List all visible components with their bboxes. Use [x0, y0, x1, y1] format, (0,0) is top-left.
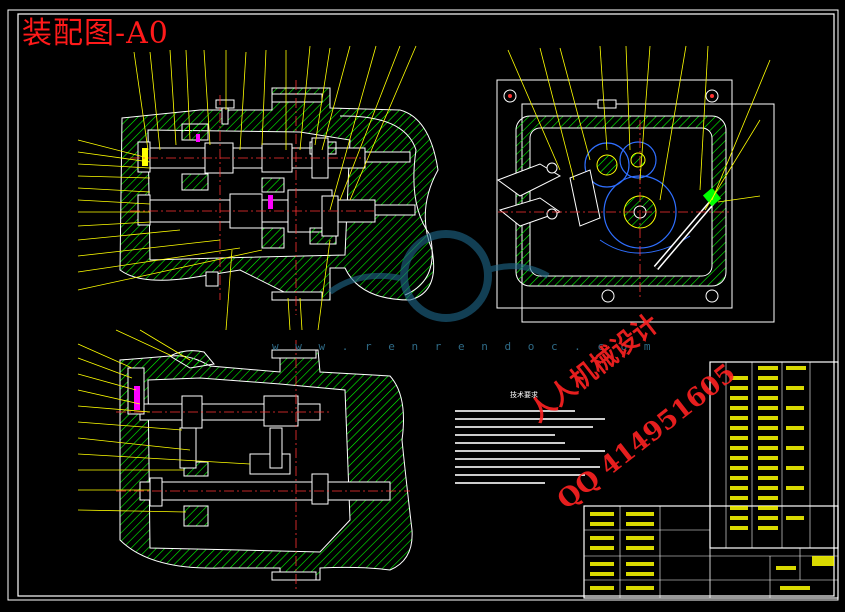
outer-frame [7, 9, 839, 601]
leader-lines-main-top [133, 45, 417, 211]
inner-frame [17, 13, 835, 597]
leader-lines-end-view [507, 45, 771, 211]
leader-lines-bottom-view [77, 329, 251, 513]
technical-notes [455, 410, 605, 484]
watermark-logo [328, 230, 550, 322]
notes-heading: 技术要求 [510, 391, 538, 399]
leader-lines-main-bottom [225, 239, 331, 331]
table-yellow-cells [590, 366, 834, 590]
parts-list-table [709, 361, 839, 549]
main-section-view [119, 80, 439, 315]
bottom-section-view [116, 340, 413, 590]
end-view [496, 79, 775, 323]
title-block [583, 505, 839, 599]
watermark-url: w w w . r e n r e n d o c . c o m [272, 340, 656, 353]
drawing-title: 装配图-A0 [22, 16, 169, 51]
